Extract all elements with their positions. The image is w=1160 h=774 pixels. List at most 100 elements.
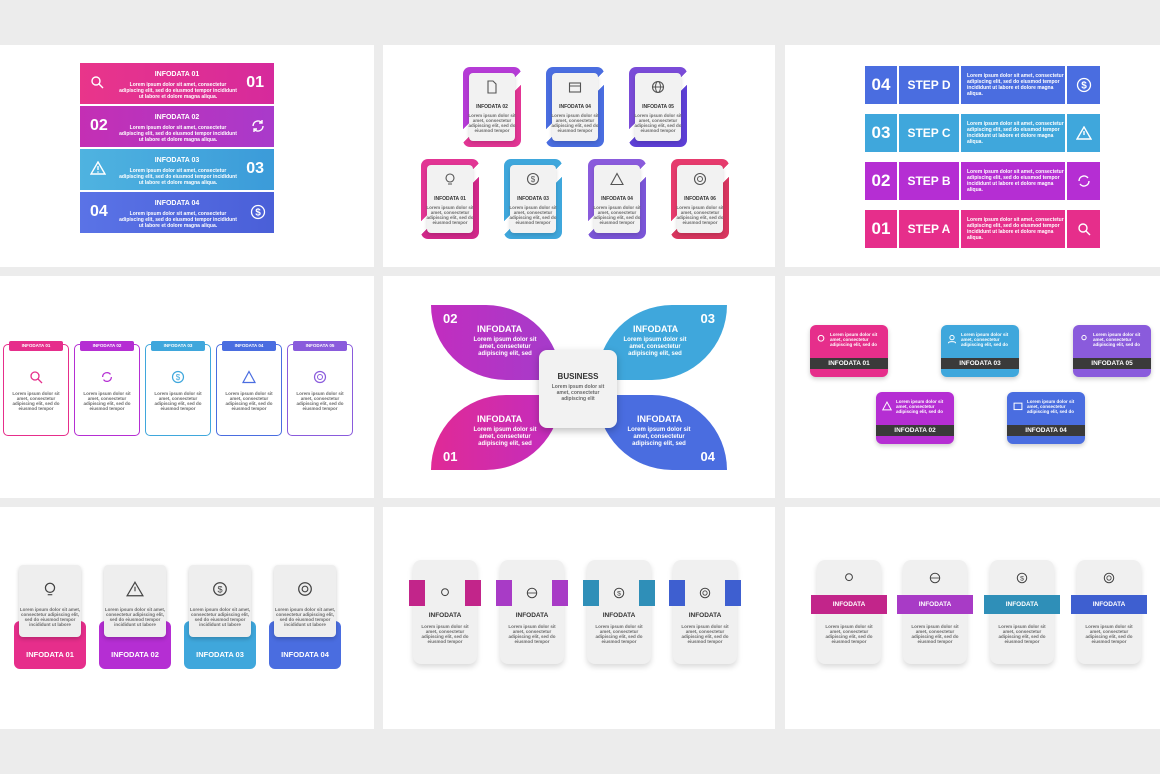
slide-thumbnail-butterfly[interactable]: 02 INFODATA Lorem ipsum dolor sit amet, … bbox=[383, 276, 775, 498]
outlined-box: INFODATA 01 Lorem ipsum dolor sit amet, … bbox=[3, 341, 69, 436]
svg-text:$: $ bbox=[531, 175, 536, 184]
refresh-icon bbox=[75, 370, 139, 384]
labeled-card: Lorem ipsum dolor sit amet, consectetur … bbox=[876, 392, 954, 444]
card-title: INFODATA 04 bbox=[559, 104, 591, 110]
svg-text:$: $ bbox=[1020, 576, 1024, 583]
card-text: Lorem ipsum dolor sit amet, consectetur … bbox=[911, 624, 959, 644]
svg-text:$: $ bbox=[617, 591, 621, 598]
warning-icon bbox=[1075, 126, 1092, 140]
refresh-icon bbox=[250, 118, 266, 134]
card-text: Lorem ipsum dolor sit amet, consectetur … bbox=[1093, 332, 1141, 347]
labeled-card: Lorem ipsum dolor sit amet, consectetur … bbox=[941, 325, 1019, 377]
search-icon bbox=[1077, 222, 1091, 236]
card-label: INFODATA bbox=[984, 595, 1060, 614]
pocket-card: Lorem ipsum dolor sit amet, consectetur … bbox=[99, 565, 171, 669]
search-icon bbox=[90, 75, 104, 89]
warning-icon bbox=[217, 370, 281, 384]
card-text: Lorem ipsum dolor sit amet, consectetur … bbox=[19, 607, 81, 627]
card-text: Lorem ipsum dolor sit amet, consectetur … bbox=[998, 624, 1046, 644]
petal-number: 01 bbox=[443, 449, 458, 464]
step-row: 01 STEP A Lorem ipsum dolor sit amet, co… bbox=[865, 210, 1100, 248]
user-icon bbox=[947, 334, 957, 344]
step-icon-cell bbox=[1067, 210, 1100, 248]
outlined-box: INFODATA 04 Lorem ipsum dolor sit amet, … bbox=[216, 341, 282, 436]
dollar-icon: $ bbox=[504, 172, 562, 186]
step-text: Lorem ipsum dolor sit amet, consectetur … bbox=[961, 66, 1065, 104]
step-icon-cell bbox=[1067, 162, 1100, 200]
band-text: Lorem ipsum dolor sit amet, consectetur … bbox=[119, 82, 237, 100]
box-text: Lorem ipsum dolor sit amet, consectetur … bbox=[225, 391, 273, 411]
target-icon bbox=[669, 587, 741, 599]
card-label: INFODATA 03 bbox=[941, 358, 1019, 369]
bulb-icon bbox=[813, 572, 885, 584]
slide-thumbnail-banner-cards[interactable]: INFODATA Lorem ipsum dolor sit amet, con… bbox=[785, 507, 1160, 729]
card-text: Lorem ipsum dolor sit amet, consectetur … bbox=[426, 205, 474, 225]
center-text: Lorem ipsum dolor sit amet, consectetur … bbox=[551, 384, 605, 402]
ribbon-card: INFODATA Lorem ipsum dolor sit amet, con… bbox=[409, 560, 481, 664]
card-text: Lorem ipsum dolor sit amet, consectetur … bbox=[104, 607, 166, 627]
card-text: Lorem ipsum dolor sit amet, consectetur … bbox=[595, 624, 643, 644]
card-label: INFODATA bbox=[811, 595, 887, 614]
card-title: INFODATA bbox=[688, 612, 722, 619]
svg-text:$: $ bbox=[255, 208, 261, 219]
petal-title: INFODATA bbox=[477, 324, 523, 334]
dollar-icon: $ bbox=[583, 587, 655, 599]
box-tag: INFODATA 01 bbox=[9, 341, 63, 351]
step-label: STEP B bbox=[899, 162, 959, 200]
outlined-box: INFODATA 03 $ Lorem ipsum dolor sit amet… bbox=[145, 341, 211, 436]
step-number: 02 bbox=[865, 162, 897, 200]
center-title: BUSINESS bbox=[557, 372, 599, 381]
step-text: Lorem ipsum dolor sit amet, consectetur … bbox=[961, 210, 1065, 248]
outlined-box: INFODATA 02 Lorem ipsum dolor sit amet, … bbox=[74, 341, 140, 436]
labeled-card: Lorem ipsum dolor sit amet, consectetur … bbox=[1073, 325, 1151, 377]
banner-card: $ INFODATA Lorem ipsum dolor sit amet, c… bbox=[984, 560, 1060, 664]
warning-icon bbox=[882, 401, 892, 411]
dollar-icon: $ bbox=[250, 204, 266, 220]
band-1: INFODATA 01 Lorem ipsum dolor sit amet, … bbox=[80, 63, 274, 104]
card-text: Lorem ipsum dolor sit amet, consectetur … bbox=[508, 624, 556, 644]
warning-icon bbox=[99, 581, 171, 597]
card: INFODATA 06 Lorem ipsum dolor sit amet, … bbox=[671, 159, 729, 239]
globe-icon bbox=[496, 587, 568, 599]
card-label: INFODATA 04 bbox=[281, 650, 329, 659]
svg-text:$: $ bbox=[176, 373, 181, 382]
card-title: INFODATA bbox=[602, 612, 636, 619]
card-text: Lorem ipsum dolor sit amet, consectetur … bbox=[189, 607, 251, 627]
banner-card: INFODATA Lorem ipsum dolor sit amet, con… bbox=[811, 560, 887, 664]
ribbon-card: INFODATA Lorem ipsum dolor sit amet, con… bbox=[669, 560, 741, 664]
card: INFODATA 05 Lorem ipsum dolor sit amet, … bbox=[629, 67, 687, 147]
step-number: 03 bbox=[865, 114, 897, 152]
petal-title: INFODATA bbox=[637, 414, 683, 424]
calendar-icon bbox=[546, 80, 604, 94]
band-number: 01 bbox=[246, 74, 264, 91]
globe-icon bbox=[629, 80, 687, 94]
petal-text: Lorem ipsum dolor sit amet, consectetur … bbox=[623, 337, 687, 357]
slide-thumbnail-rounded-cards[interactable]: INFODATA 02 Lorem ipsum dolor sit amet, … bbox=[383, 45, 775, 267]
band-2: 02 INFODATA 02 Lorem ipsum dolor sit ame… bbox=[80, 106, 274, 147]
petal-text: Lorem ipsum dolor sit amet, consectetur … bbox=[473, 337, 537, 357]
slide-thumbnail-ribbon-cards[interactable]: INFODATA Lorem ipsum dolor sit amet, con… bbox=[383, 507, 775, 729]
slide-thumbnail-labeled-cards[interactable]: Lorem ipsum dolor sit amet, consectetur … bbox=[785, 276, 1160, 498]
band-title: INFODATA 03 bbox=[154, 157, 200, 164]
band-text: Lorem ipsum dolor sit amet, consectetur … bbox=[119, 211, 237, 229]
svg-text:$: $ bbox=[217, 584, 222, 594]
step-number: 01 bbox=[865, 210, 897, 248]
box-tag: INFODATA 03 bbox=[151, 341, 205, 351]
card-label: INFODATA 04 bbox=[1007, 425, 1085, 436]
card-text: Lorem ipsum dolor sit amet, consectetur … bbox=[896, 399, 944, 414]
card-title: INFODATA 05 bbox=[642, 104, 674, 110]
dollar-icon: $ bbox=[1076, 77, 1092, 93]
card-text: Lorem ipsum dolor sit amet, consectetur … bbox=[825, 624, 873, 644]
card: INFODATA 04 Lorem ipsum dolor sit amet, … bbox=[546, 67, 604, 147]
step-row: 04 STEP D Lorem ipsum dolor sit amet, co… bbox=[865, 66, 1100, 104]
card-text: Lorem ipsum dolor sit amet, consectetur … bbox=[509, 205, 557, 225]
bulb-icon bbox=[409, 587, 481, 599]
band-title: INFODATA 01 bbox=[154, 71, 200, 78]
card: INFODATA 04 Lorem ipsum dolor sit amet, … bbox=[588, 159, 646, 239]
box-text: Lorem ipsum dolor sit amet, consectetur … bbox=[296, 391, 344, 411]
card-text: Lorem ipsum dolor sit amet, consectetur … bbox=[961, 332, 1009, 347]
band-3: INFODATA 03 Lorem ipsum dolor sit amet, … bbox=[80, 149, 274, 190]
band-title: INFODATA 02 bbox=[154, 114, 200, 121]
globe-icon bbox=[899, 572, 971, 584]
card-label: INFODATA bbox=[1071, 595, 1147, 614]
